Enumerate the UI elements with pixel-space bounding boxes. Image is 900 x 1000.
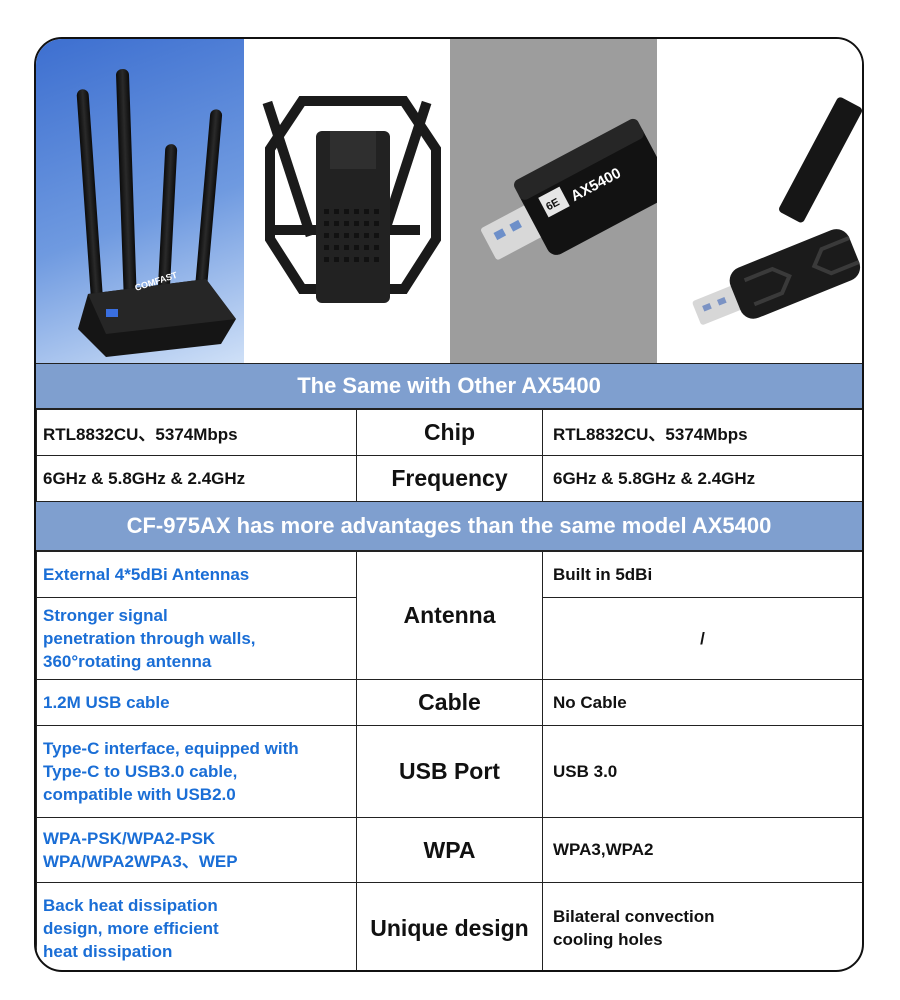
usb-feature-cell: USB Port <box>356 725 543 818</box>
usb-left-cell: Type-C interface, equipped with Type-C t… <box>36 725 357 818</box>
usb-left-line-1: Type-C interface, equipped with <box>43 739 299 758</box>
design-left-cell: Back heat dissipation design, more effic… <box>36 882 357 970</box>
wifi6e-badge: 6E <box>544 196 562 213</box>
folded-antenna-adapter-illustration <box>262 96 441 303</box>
antenna-right-cell-1: Built in 5dBi <box>542 551 862 598</box>
four-antenna-adapter-illustration: COMFAST <box>76 69 236 357</box>
table-row: Type-C interface, equipped with Type-C t… <box>36 725 862 818</box>
advantages-table: External 4*5dBi Antennas Antenna Built i… <box>36 551 862 970</box>
table-row: 1.2M USB cable Cable No Cable <box>36 679 862 726</box>
chip-left-cell: RTL8832CU、5374Mbps <box>36 409 357 456</box>
cable-feature-cell: Cable <box>356 679 543 726</box>
chip-right-cell: RTL8832CU、5374Mbps <box>542 409 862 456</box>
product-image-strip: COMFAST <box>36 39 862 363</box>
same-features-table: RTL8832CU、5374Mbps Chip RTL8832CU、5374Mb… <box>36 409 862 502</box>
usb-left-line-3: compatible with USB2.0 <box>43 785 236 804</box>
design-left-line-1: Back heat dissipation <box>43 895 218 915</box>
product-image-folded-antenna <box>244 39 450 363</box>
table-row: RTL8832CU、5374Mbps Chip RTL8832CU、5374Mb… <box>36 409 862 456</box>
wpa-left-line-2: WPA/WPA2WPA3、WEP <box>43 852 238 871</box>
product-image-flip-antenna-stick <box>657 39 862 363</box>
design-left-line-3: heat dissipation <box>43 941 173 961</box>
cable-right-cell: No Cable <box>542 679 862 726</box>
wpa-feature-cell: WPA <box>356 817 543 883</box>
table-row: 6GHz & 5.8GHz & 2.4GHz Frequency 6GHz & … <box>36 455 862 502</box>
design-left-line-2: design, more efficient <box>43 918 219 938</box>
wpa-left-cell: WPA-PSK/WPA2-PSK WPA/WPA2WPA3、WEP <box>36 817 357 883</box>
table-row: WPA-PSK/WPA2-PSK WPA/WPA2WPA3、WEP WPA WP… <box>36 817 862 883</box>
antenna-left-line-3: 360°rotating antenna <box>43 652 212 671</box>
antenna-right-cell-2: / <box>542 597 862 680</box>
design-right-line-1: Bilateral convection <box>553 907 715 926</box>
table-row: Back heat dissipation design, more effic… <box>36 882 862 970</box>
usb-right-cell: USB 3.0 <box>542 725 862 818</box>
frequency-feature-cell: Frequency <box>356 455 543 502</box>
table-row: External 4*5dBi Antennas Antenna Built i… <box>36 551 862 680</box>
antenna-left-cell-1: External 4*5dBi Antennas <box>36 551 357 598</box>
antenna-left-line-1: Stronger signal <box>43 606 168 625</box>
cable-left-cell: 1.2M USB cable <box>36 679 357 726</box>
antenna-feature-cell: Antenna <box>356 551 543 680</box>
antenna-left-cell-2: Stronger signal penetration through wall… <box>36 597 357 680</box>
comparison-card: COMFAST <box>34 37 864 972</box>
usb-stick-with-flip-antenna-illustration <box>692 97 862 325</box>
wpa-right-cell: WPA3,WPA2 <box>542 817 862 883</box>
frequency-left-cell: 6GHz & 5.8GHz & 2.4GHz <box>36 455 357 502</box>
design-right-line-2: cooling holes <box>553 930 663 949</box>
ax5400-usb-stick-illustration: 6E AX5400 <box>481 118 657 260</box>
usb-left-line-2: Type-C to USB3.0 cable, <box>43 762 238 781</box>
design-feature-cell: Unique design <box>356 882 543 970</box>
antenna-left-line-2: penetration through walls, <box>43 629 256 648</box>
usb-port-icon <box>106 309 118 317</box>
frequency-right-cell: 6GHz & 5.8GHz & 2.4GHz <box>542 455 862 502</box>
chip-feature-cell: Chip <box>356 409 543 456</box>
advantages-banner: CF-975AX has more advantages than the sa… <box>36 501 862 551</box>
same-features-banner: The Same with Other AX5400 <box>36 363 862 409</box>
product-image-ax5400-stick: 6E AX5400 <box>450 39 657 363</box>
design-right-cell: Bilateral convection cooling holes <box>542 882 862 970</box>
product-image-four-antenna: COMFAST <box>36 39 244 363</box>
wpa-left-line-1: WPA-PSK/WPA2-PSK <box>43 829 216 848</box>
